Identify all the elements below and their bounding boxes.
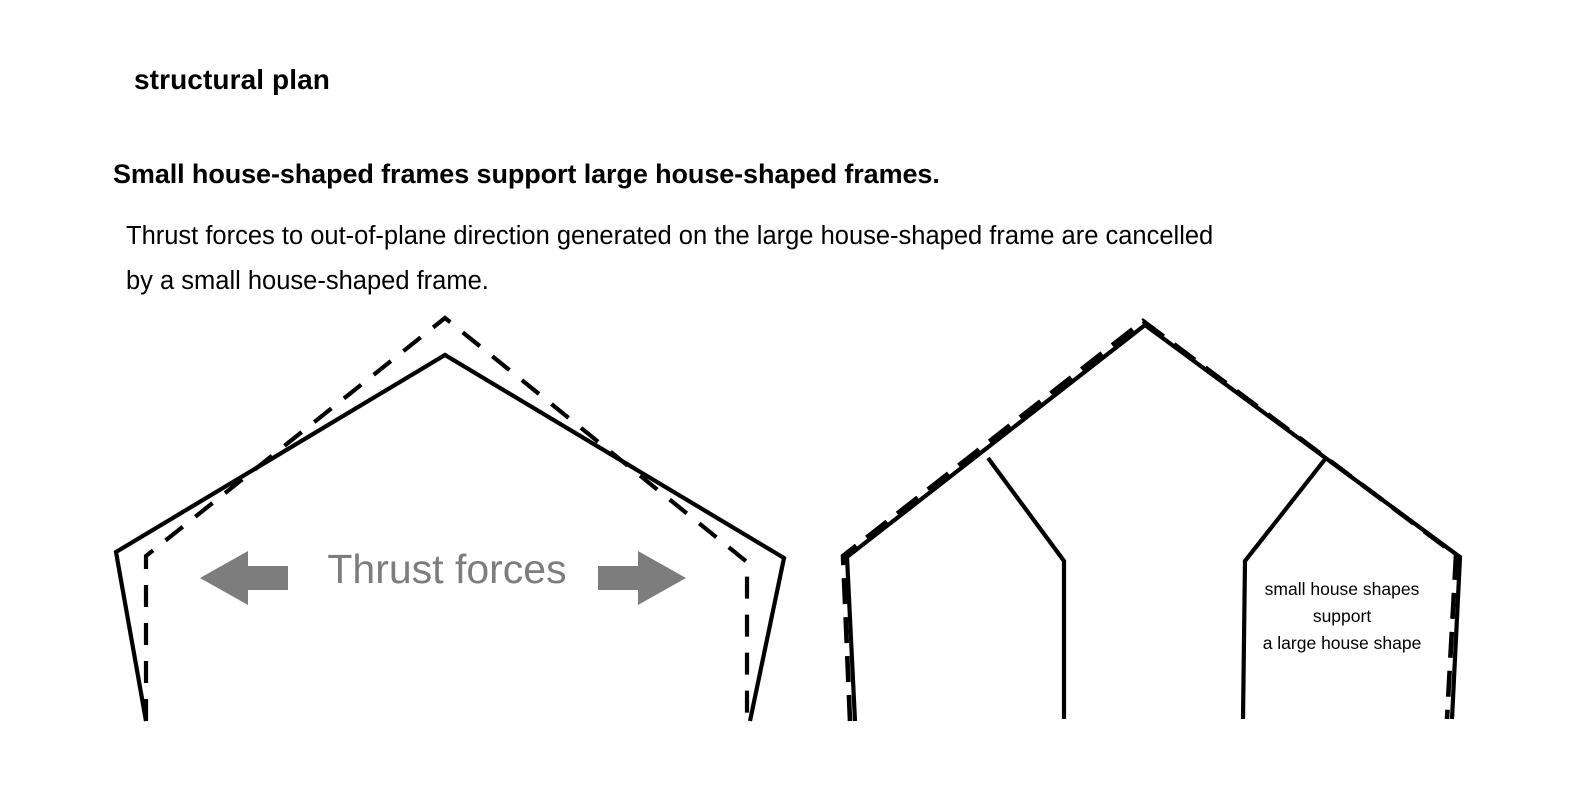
body-line-1: Thrust forces to out-of-plane direction … — [126, 222, 1214, 250]
left-house-solid-outline — [113, 352, 787, 722]
arrow-right-icon — [598, 551, 686, 605]
support-caption-line-3: a large house shape — [1262, 633, 1422, 653]
support-caption: small house shapes support a large house… — [1252, 576, 1432, 657]
left-house-frame-group — [113, 315, 787, 722]
right-small-house-frame-left — [986, 456, 1067, 719]
left-house-dashed-deformed-outline — [143, 315, 750, 721]
body-line-2: by a small house-shaped frame. — [126, 267, 489, 295]
right-house-solid-outer-outline — [844, 322, 1463, 722]
body-paragraph: Thrust forces to out-of-plane direction … — [126, 214, 1213, 304]
right-house-frame-group — [840, 318, 1463, 722]
support-caption-line-2: support — [1312, 606, 1372, 626]
thrust-forces-label: Thrust forces — [327, 546, 567, 592]
headline-text: Small house-shaped frames support large … — [113, 159, 940, 189]
page-title: structural plan — [134, 64, 330, 95]
right-house-dashed-deformed-outline — [840, 318, 1459, 722]
arrow-left-icon — [200, 551, 288, 605]
support-caption-line-1: small house shapes — [1264, 579, 1420, 599]
